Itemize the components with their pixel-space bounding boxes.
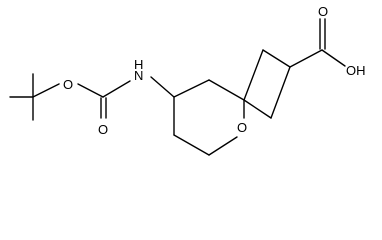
bond-ring-o-c4 (208, 136, 238, 156)
bond-cb-bottom-spiro (243, 99, 272, 119)
structure-diagram: O O H N O O OH (9, 4, 366, 156)
bond-carbonyl-to-nh (102, 80, 131, 98)
atom-label-amine-hydrogen: H (134, 57, 143, 72)
bond-cb-right-bottom (270, 66, 291, 119)
atom-label-carbonyl-oxygen: O (98, 122, 108, 137)
atom-label-acid-oxygen: O (318, 4, 328, 19)
bond-tbu-to-oxygen (32, 83, 60, 98)
bond-cb-top-right (262, 49, 291, 68)
atom-label-hydroxyl: OH (346, 63, 366, 78)
atom-label-ester-oxygen: O (63, 77, 73, 92)
bond-nh-to-ring (150, 76, 175, 98)
bond-ring-c4-c8 (173, 134, 210, 156)
bond-cb-to-acid-carbon (289, 49, 323, 68)
atom-label-ring-oxygen: O (237, 120, 247, 135)
bond-ring-c6-spiro (208, 79, 245, 101)
bond-cb-spiro-top (243, 49, 264, 101)
atom-label-amine-nitrogen: N (134, 68, 143, 83)
bond-acid-to-oh (321, 49, 346, 67)
molecule-svg: O O H N O O OH (9, 4, 366, 156)
bond-ring-c7-c6 (173, 79, 210, 98)
bond-ester-oxygen-to-carbonyl (77, 83, 104, 98)
